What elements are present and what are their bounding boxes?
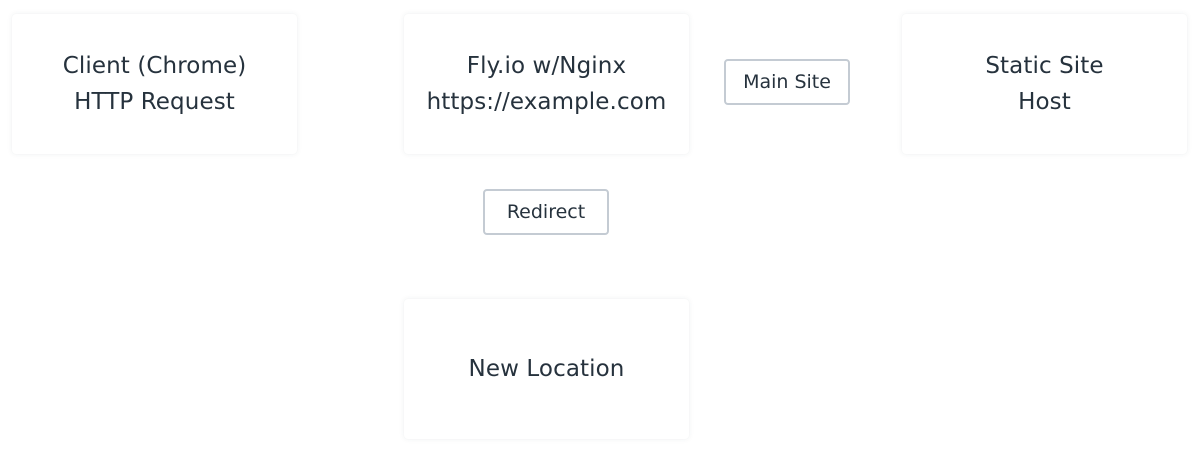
client-node: Client (Chrome) HTTP Request — [12, 14, 297, 154]
static-site-host-subtitle: Host — [1018, 89, 1071, 115]
new-location-title: New Location — [468, 356, 625, 382]
fly-nginx-node-url: https://example.com — [426, 89, 667, 115]
static-site-host-title: Static Site — [985, 53, 1104, 79]
fly-nginx-node-title: Fly.io w/Nginx — [466, 53, 627, 79]
main-site-edge-label: Main Site — [724, 59, 850, 105]
client-node-title: Client (Chrome) — [62, 53, 247, 79]
new-location-node: New Location — [404, 299, 689, 439]
client-node-subtitle: HTTP Request — [74, 89, 235, 115]
redirect-edge-label: Redirect — [483, 189, 609, 235]
fly-nginx-node: Fly.io w/Nginx https://example.com — [404, 14, 689, 154]
static-site-host-node: Static Site Host — [902, 14, 1187, 154]
